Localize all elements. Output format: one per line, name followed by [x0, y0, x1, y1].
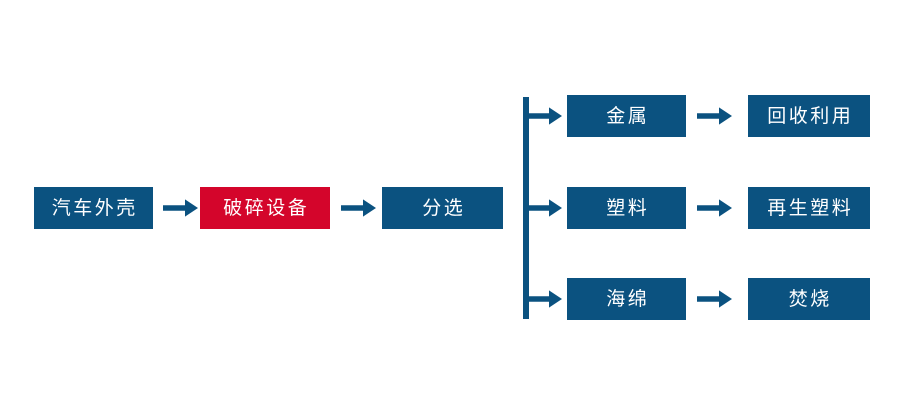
arrow-right-icon-metal-to-recycle	[697, 105, 733, 129]
branch-arrow-icon-sponge	[527, 288, 563, 310]
branch-arrow-icon-plastic	[527, 197, 563, 219]
arrow-right-icon-plastic-to-regenerated	[697, 197, 733, 221]
node-incineration[interactable]: 焚烧	[748, 278, 870, 320]
arrow-right-icon-shredder-to-sorting	[341, 197, 377, 221]
node-car-shell[interactable]: 汽车外壳	[34, 187, 153, 229]
node-plastic[interactable]: 塑料	[567, 187, 686, 229]
branch-arrow-icon-metal	[527, 105, 563, 127]
node-sorting[interactable]: 分选	[382, 187, 503, 229]
arrow-right-icon-shell-to-shredder	[163, 197, 199, 221]
node-metal[interactable]: 金属	[567, 95, 686, 137]
vertical-trunk-line	[523, 97, 529, 319]
node-regenerated-plastic[interactable]: 再生塑料	[748, 187, 870, 229]
node-recycle-reuse[interactable]: 回收利用	[748, 95, 870, 137]
node-sponge[interactable]: 海绵	[567, 278, 686, 320]
node-shredder-equipment[interactable]: 破碎设备	[200, 187, 330, 229]
arrow-right-icon-sponge-to-incineration	[697, 288, 733, 312]
